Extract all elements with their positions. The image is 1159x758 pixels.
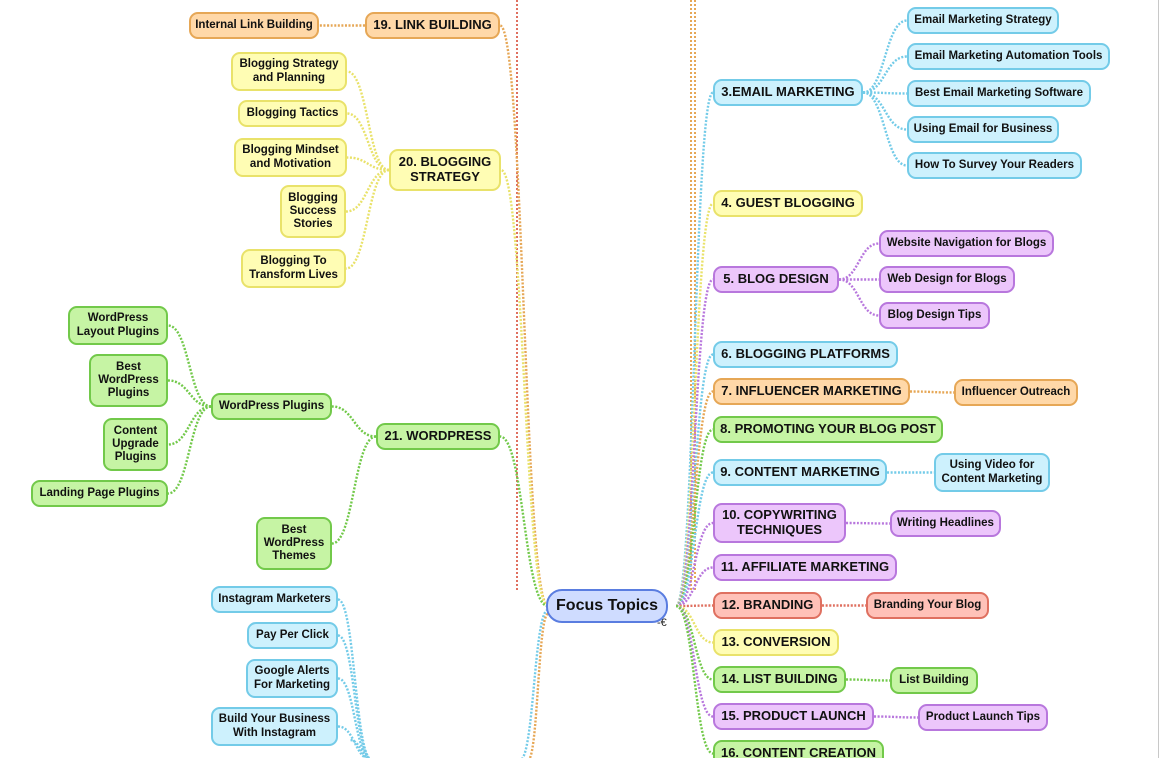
connector-n9: [675, 471, 714, 608]
connector-n10: [675, 521, 714, 608]
subtopic-n5b[interactable]: Web Design for Blogs: [879, 266, 1015, 293]
connector-n21p1: [167, 324, 212, 408]
branch-topic-n4[interactable]: 4. GUEST BLOGGING: [713, 190, 863, 217]
subtopic-n21p4[interactable]: Landing Page Plugins: [31, 480, 168, 507]
connector-n14a: [845, 678, 891, 682]
branch-topic-n13[interactable]: 13. CONVERSION: [713, 629, 839, 656]
subtopic-n20a[interactable]: Blogging Strategy and Planning: [231, 52, 347, 91]
subtopic-n21p1[interactable]: WordPress Layout Plugins: [68, 306, 168, 345]
branch-topic-n14[interactable]: 14. LIST BUILDING: [713, 666, 846, 693]
connector-n5a: [838, 242, 880, 281]
subtopic-n20d[interactable]: Blogging Success Stories: [280, 185, 346, 238]
subtopic-n7a[interactable]: Influencer Outreach: [954, 379, 1078, 406]
connector-n21: [499, 435, 549, 608]
connector-n3a: [862, 19, 908, 94]
connector-n20a: [346, 70, 390, 172]
collapse-toggle-icon[interactable]: -€: [657, 617, 667, 629]
subtopic-n3b[interactable]: Email Marketing Automation Tools: [907, 43, 1110, 70]
connector-n10a: [845, 521, 891, 525]
subtopic-n20e[interactable]: Blogging To Transform Lives: [241, 249, 346, 288]
subtopic-n22d[interactable]: Build Your Business With Instagram: [211, 707, 338, 746]
connector-offscreen-stub: [349, 738, 369, 758]
connector-n20b: [346, 112, 390, 172]
connector-n21p4: [167, 405, 212, 495]
branch-topic-n16[interactable]: 16. CONTENT CREATION: [713, 740, 884, 758]
branch-topic-n12[interactable]: 12. BRANDING: [713, 592, 822, 619]
subtopic-n3a[interactable]: Email Marketing Strategy: [907, 7, 1059, 34]
subtopic-n21t[interactable]: Best WordPress Themes: [256, 517, 332, 570]
subtopic-n21p3[interactable]: Content Upgrade Plugins: [103, 418, 168, 471]
branch-topic-n7[interactable]: 7. INFLUENCER MARKETING: [713, 378, 910, 405]
connector-n19: [498, 24, 550, 608]
connector-n20: [499, 168, 550, 608]
connector-n21p: [331, 405, 377, 438]
branch-topic-n8[interactable]: 8. PROMOTING YOUR BLOG POST: [713, 416, 943, 443]
subtopic-n22c[interactable]: Google Alerts For Marketing: [246, 659, 338, 698]
subtopic-n5a[interactable]: Website Navigation for Blogs: [879, 230, 1054, 257]
subtopic-n19a[interactable]: Internal Link Building: [189, 12, 319, 39]
subtopic-n21p2[interactable]: Best WordPress Plugins: [89, 354, 168, 407]
connector-n22d: [337, 725, 369, 758]
subtopic-n21p[interactable]: WordPress Plugins: [211, 393, 332, 420]
connector-offscreen-orange: [528, 612, 550, 758]
connector-n5c: [838, 278, 880, 317]
subtopic-n10a[interactable]: Writing Headlines: [890, 510, 1001, 537]
subtopic-n3c[interactable]: Best Email Marketing Software: [907, 80, 1091, 107]
connector-n22b: [337, 634, 371, 758]
connector-n3c: [862, 91, 908, 95]
connector-n21p2: [167, 379, 212, 408]
subtopic-n15a[interactable]: Product Launch Tips: [918, 704, 1048, 731]
connector-n21p3: [167, 405, 212, 446]
connector-n14: [675, 604, 714, 681]
subtopic-n22b[interactable]: Pay Per Click: [247, 622, 338, 649]
branch-topic-n21[interactable]: 21. WORDPRESS: [376, 423, 500, 450]
subtopic-n3e[interactable]: How To Survey Your Readers: [907, 152, 1082, 179]
connector-n3d: [862, 91, 908, 131]
subtopic-n22a[interactable]: Instagram Marketers: [211, 586, 338, 613]
branch-topic-n11[interactable]: 11. AFFILIATE MARKETING: [713, 554, 897, 581]
subtopic-n12a[interactable]: Branding Your Blog: [866, 592, 989, 619]
subtopic-n20b[interactable]: Blogging Tactics: [238, 100, 347, 127]
branch-topic-n19[interactable]: 19. LINK BUILDING: [365, 12, 500, 39]
connector-n15a: [873, 715, 919, 719]
connector-n16: [675, 604, 714, 755]
connector-n12: [675, 604, 714, 608]
subtopic-n20c[interactable]: Blogging Mindset and Motivation: [234, 138, 347, 177]
connector-n21t: [331, 435, 377, 545]
connector-n8: [675, 428, 714, 608]
branch-topic-n5[interactable]: 5. BLOG DESIGN: [713, 266, 839, 293]
branch-topic-n10[interactable]: 10. COPYWRITING TECHNIQUES: [713, 503, 846, 543]
subtopic-n3d[interactable]: Using Email for Business: [907, 116, 1059, 143]
subtopic-n14a[interactable]: List Building: [890, 667, 978, 694]
connector-n3b: [862, 55, 908, 94]
branch-topic-n20[interactable]: 20. BLOGGING STRATEGY: [389, 149, 501, 191]
connector-n20c: [346, 156, 390, 172]
subtopic-n5c[interactable]: Blog Design Tips: [879, 302, 990, 329]
connector-n7a: [909, 390, 955, 394]
branch-topic-n3[interactable]: 3.EMAIL MARKETING: [713, 79, 863, 106]
connector-n3e: [862, 91, 908, 167]
branch-topic-n6[interactable]: 6. BLOGGING PLATFORMS: [713, 341, 898, 368]
connector-offscreen-cyan: [520, 608, 550, 758]
connector-n22a: [337, 598, 372, 758]
connector-n20d: [345, 168, 390, 213]
central-topic[interactable]: Focus Topics: [546, 589, 668, 623]
branch-topic-n9[interactable]: 9. CONTENT MARKETING: [713, 459, 887, 486]
connector-n20e: [345, 168, 390, 270]
branch-topic-n15[interactable]: 15. PRODUCT LAUNCH: [713, 703, 874, 730]
subtopic-n9a[interactable]: Using Video for Content Marketing: [934, 453, 1050, 492]
